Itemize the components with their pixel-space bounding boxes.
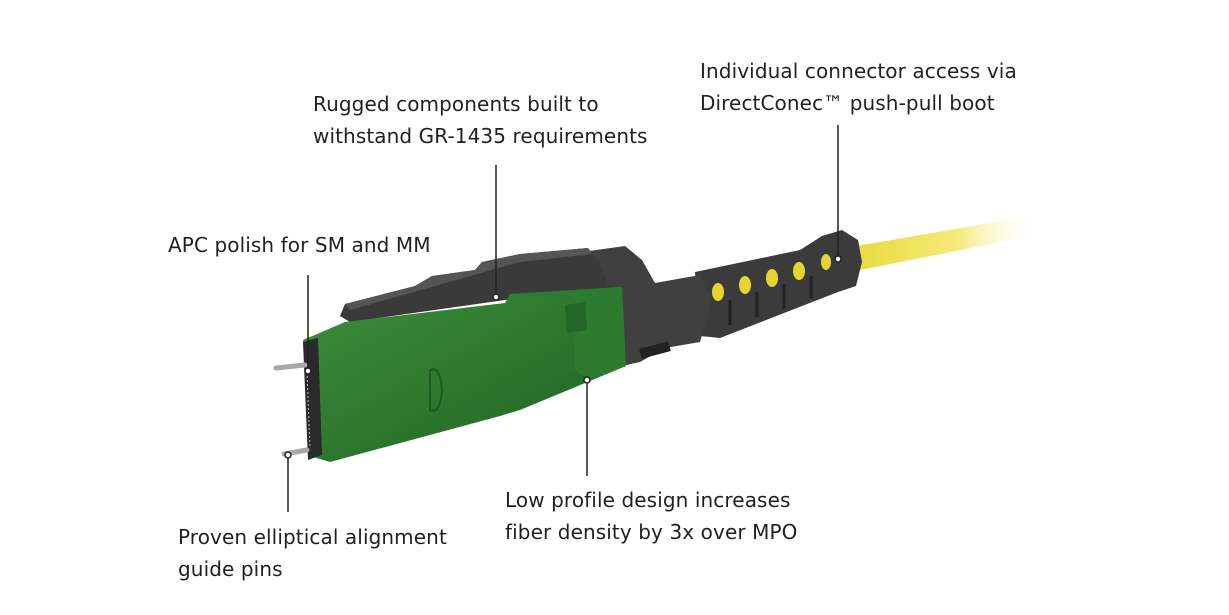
callout-line: fiber density by 3x over MPO bbox=[505, 520, 798, 544]
callout-line: APC polish for SM and MM bbox=[168, 233, 431, 257]
rear-housing bbox=[582, 246, 712, 366]
callout-line: Proven elliptical alignment bbox=[178, 525, 447, 549]
fiber-cable bbox=[845, 216, 1032, 272]
callout-line: Low profile design increases bbox=[505, 488, 791, 512]
green-housing bbox=[303, 287, 626, 462]
callout-low-profile: Low profile design increases fiber densi… bbox=[505, 484, 798, 548]
callout-rugged: Rugged components built to withstand GR-… bbox=[313, 88, 648, 152]
callout-line: withstand GR-1435 requirements bbox=[313, 124, 648, 148]
push-pull-boot bbox=[695, 230, 862, 338]
callout-individual-access: Individual connector access via DirectCo… bbox=[700, 55, 1017, 119]
callout-line: Rugged components built to bbox=[313, 92, 599, 116]
callout-line: Individual connector access via bbox=[700, 59, 1017, 83]
callout-guide-pins: Proven elliptical alignment guide pins bbox=[178, 521, 447, 585]
latch bbox=[340, 248, 610, 322]
callout-line: DirectConec™ push-pull boot bbox=[700, 91, 995, 115]
callout-line: guide pins bbox=[178, 557, 283, 581]
callout-apc-polish: APC polish for SM and MM bbox=[168, 229, 431, 261]
guide-pins bbox=[273, 362, 310, 457]
leader-lines bbox=[284, 125, 842, 512]
